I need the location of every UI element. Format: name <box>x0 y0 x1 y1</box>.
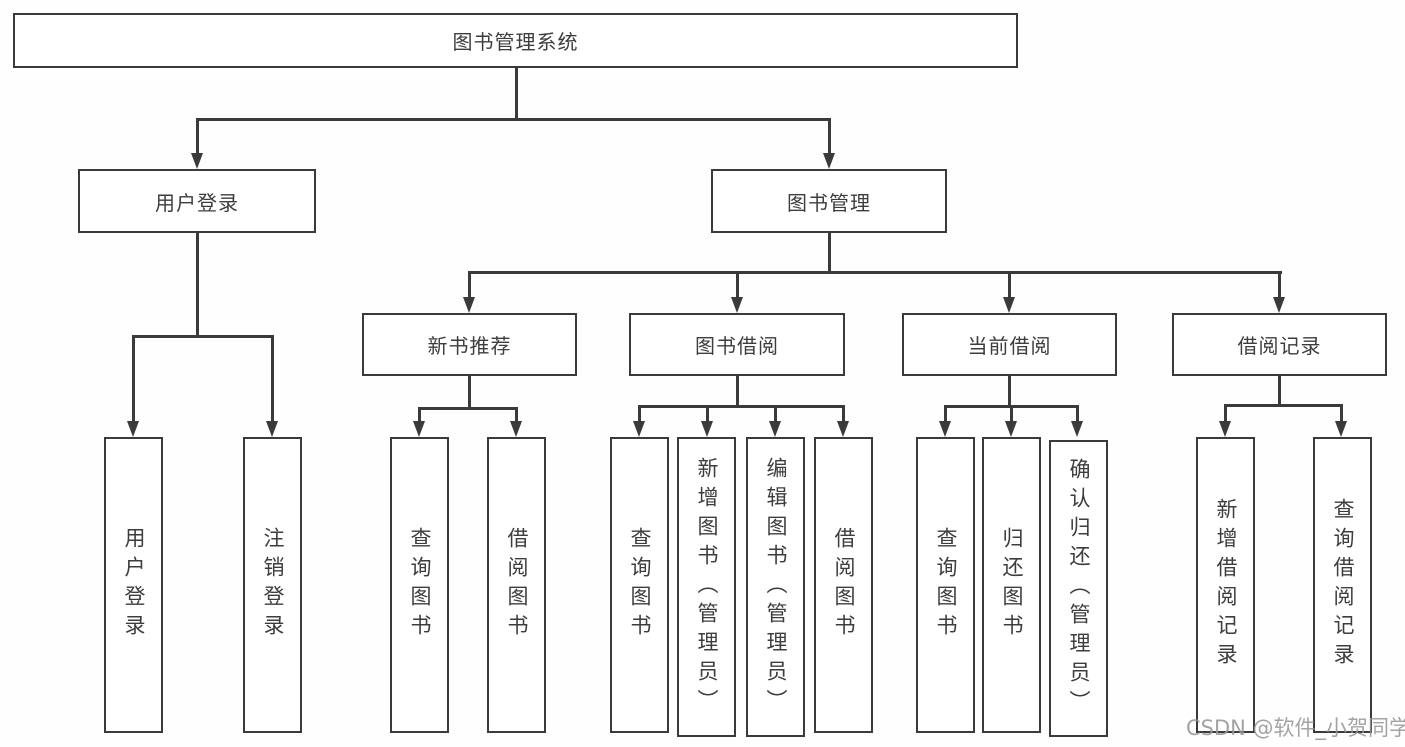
arrow-down-icon <box>1071 421 1083 437</box>
connector-to-cb-return <box>1010 405 1013 423</box>
connector-to-book-management <box>828 118 831 154</box>
connector-to-cb-confirm <box>1076 405 1079 423</box>
leaf-label: 编辑图书（管理员） <box>764 456 788 718</box>
connector-level2-fan <box>196 118 831 121</box>
node-label: 新书推荐 <box>427 334 512 358</box>
connector-to-leaf-user-login <box>132 335 135 423</box>
arrow-down-icon <box>769 421 781 437</box>
connector-to-user-login <box>196 118 199 154</box>
arrow-down-icon <box>413 421 425 437</box>
node-book-management: 图书管理 <box>711 169 947 233</box>
arrow-down-icon <box>1273 297 1285 313</box>
arrow-down-icon <box>266 421 278 437</box>
connector-user-login-fan <box>132 335 274 338</box>
connector-bb-stem <box>736 374 739 408</box>
connector-nbr-stem <box>468 374 471 410</box>
node-label: 图书管理 <box>787 190 871 215</box>
leaf-label: 查询图书 <box>934 527 958 643</box>
node-label: 图书借阅 <box>695 334 779 358</box>
connector-nbr-fan <box>418 407 518 410</box>
leaf-bb-edit-books-admin: 编辑图书（管理员） <box>746 437 805 737</box>
connector-to-current-borrow <box>1008 271 1011 299</box>
connector-user-login-stem <box>196 233 199 337</box>
connector-to-bb-edit <box>774 405 777 423</box>
leaf-label: 新增借阅记录 <box>1214 498 1238 672</box>
connector-level3-fan <box>469 271 1282 274</box>
connector-to-bb-borrow <box>842 405 845 423</box>
connector-to-leaf-logout <box>271 335 274 423</box>
node-label: 图书管理系统 <box>452 30 579 54</box>
leaf-cb-query-books: 查询图书 <box>916 437 975 733</box>
connector-root-stem <box>515 66 518 119</box>
arrow-down-icon <box>191 153 203 169</box>
connector-cb-stem <box>1008 374 1011 408</box>
leaf-nbr-query-books: 查询图书 <box>390 437 449 733</box>
arrow-down-icon <box>633 421 645 437</box>
leaf-label: 查询图书 <box>408 527 432 643</box>
leaf-logout: 注销登录 <box>243 437 302 733</box>
leaf-bb-query-books: 查询图书 <box>610 437 669 733</box>
arrow-down-icon <box>1005 421 1017 437</box>
node-user-login: 用户登录 <box>78 169 316 233</box>
arrow-down-icon <box>1219 421 1231 437</box>
leaf-cb-return-books: 归还图书 <box>982 437 1041 733</box>
node-label: 借阅记录 <box>1237 334 1322 358</box>
node-library-management-system: 图书管理系统 <box>13 13 1018 68</box>
leaf-br-query-record: 查询借阅记录 <box>1313 437 1372 733</box>
arrow-down-icon <box>127 421 139 437</box>
arrow-down-icon <box>939 421 951 437</box>
connector-bb-fan <box>638 405 844 408</box>
node-book-borrow: 图书借阅 <box>629 313 845 376</box>
leaf-user-login: 用户登录 <box>104 437 163 733</box>
arrow-down-icon <box>510 421 522 437</box>
arrow-down-icon <box>837 421 849 437</box>
connector-to-bb-query <box>638 405 641 423</box>
arrow-down-icon <box>463 297 475 313</box>
connector-to-nbr-borrow <box>515 407 518 423</box>
connector-to-nbr-query <box>418 407 421 423</box>
leaf-label: 查询图书 <box>628 527 652 643</box>
arrow-down-icon <box>823 153 835 169</box>
leaf-cb-confirm-return-admin: 确认归还（管理员） <box>1049 440 1108 737</box>
leaf-label: 归还图书 <box>1000 527 1024 643</box>
connector-to-new-book-recommend <box>468 271 471 299</box>
csdn-watermark: CSDN @软件_小贺同学 <box>1186 716 1405 740</box>
connector-br-stem <box>1278 374 1281 407</box>
leaf-label: 查询借阅记录 <box>1331 498 1355 672</box>
arrow-down-icon <box>731 297 743 313</box>
leaf-nbr-borrow-books: 借阅图书 <box>487 437 546 733</box>
connector-to-br-add <box>1224 404 1227 423</box>
node-current-borrow: 当前借阅 <box>902 313 1117 376</box>
arrow-down-icon <box>701 421 713 437</box>
connector-to-cb-query <box>944 405 947 423</box>
arrow-down-icon <box>1003 297 1015 313</box>
leaf-label: 用户登录 <box>122 527 146 643</box>
connector-br-fan <box>1224 404 1343 407</box>
leaf-label: 确认归还（管理员） <box>1067 458 1091 719</box>
leaf-label: 注销登录 <box>261 527 285 643</box>
leaf-label: 借阅图书 <box>505 527 529 643</box>
connector-book-management-stem <box>828 233 831 274</box>
node-new-book-recommend: 新书推荐 <box>362 313 577 376</box>
connector-to-br-query <box>1340 404 1343 423</box>
connector-to-borrow-records <box>1278 271 1281 299</box>
leaf-br-add-record: 新增借阅记录 <box>1196 437 1255 733</box>
arrow-down-icon <box>1335 421 1347 437</box>
connector-to-book-borrow <box>736 271 739 299</box>
connector-to-bb-add <box>706 405 709 423</box>
leaf-bb-add-books-admin: 新增图书（管理员） <box>677 437 736 737</box>
node-label: 用户登录 <box>155 190 239 215</box>
node-label: 当前借阅 <box>967 334 1052 358</box>
leaf-bb-borrow-books: 借阅图书 <box>814 437 873 733</box>
node-borrow-records: 借阅记录 <box>1172 313 1387 376</box>
leaf-label: 新增图书（管理员） <box>695 456 719 718</box>
leaf-label: 借阅图书 <box>832 527 856 643</box>
